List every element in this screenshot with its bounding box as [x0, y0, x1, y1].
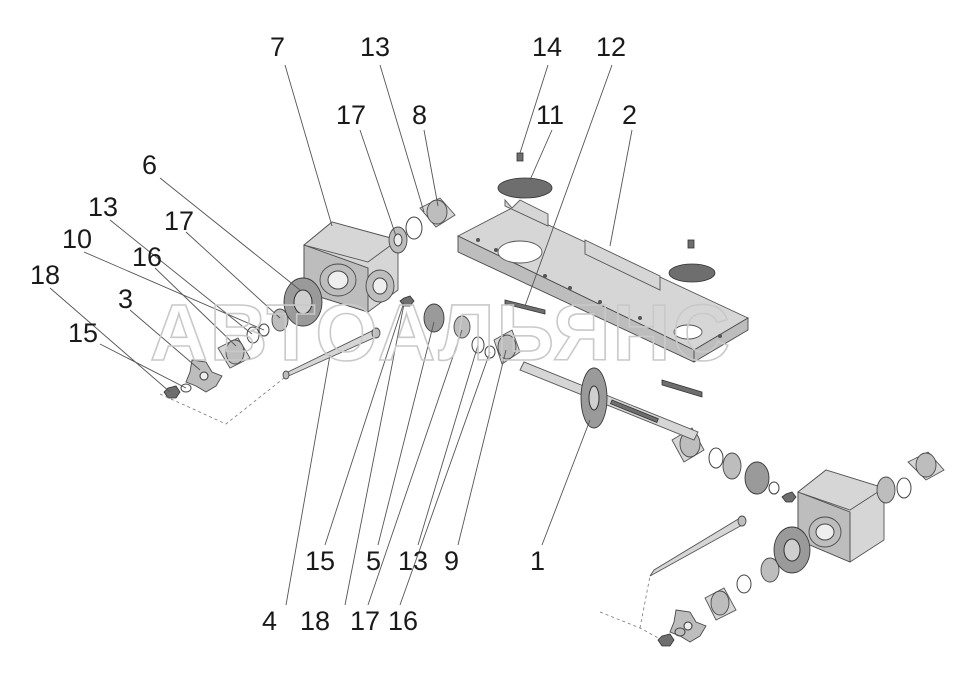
callout-16: 16: [388, 606, 418, 636]
callout-15: 15: [305, 546, 335, 576]
callout-13: 13: [360, 32, 390, 62]
callout-10: 10: [62, 224, 92, 254]
assembly-axis: [159, 377, 663, 641]
callout-11: 11: [536, 100, 564, 130]
bevel-gear: [283, 277, 811, 574]
cover-plate: [497, 177, 716, 283]
callout-17: 17: [350, 606, 380, 636]
key-strip: [504, 299, 703, 398]
callout-13: 13: [398, 546, 428, 576]
callout-16: 16: [132, 242, 162, 272]
callout-18: 18: [300, 606, 330, 636]
callout-4: 4: [262, 606, 277, 636]
callout-3: 3: [118, 284, 133, 314]
star-hub: [185, 359, 707, 643]
callout-18: 18: [30, 260, 60, 290]
mounting-plate: [456, 198, 749, 363]
leader-lines: [49, 64, 633, 606]
callout-1: 1: [530, 546, 545, 576]
flange-cover: [419, 197, 945, 481]
callout-15: 15: [68, 318, 98, 348]
callout-6: 6: [142, 150, 157, 180]
callout-17: 17: [336, 100, 366, 130]
bearing: [271, 226, 896, 583]
callout-17: 17: [164, 206, 194, 236]
snap-ring: [246, 216, 912, 594]
callout-13: 13: [88, 192, 118, 222]
gearbox-housing-right: [797, 469, 886, 563]
callout-5: 5: [366, 546, 381, 576]
washer: [180, 323, 780, 637]
callout-2: 2: [622, 100, 637, 130]
drive-shaft-right: [649, 515, 747, 577]
callout-labels: 7 13 14 12 17 8 11 2 6 13 17 10 16 18 3 …: [30, 32, 637, 636]
watermark: АВТОАЛЬЯНС: [150, 288, 732, 377]
callout-8: 8: [412, 100, 427, 130]
drive-shaft-left: [282, 327, 381, 380]
callout-9: 9: [444, 546, 459, 576]
main-shaft: [519, 361, 699, 441]
callout-7: 7: [270, 32, 285, 62]
callout-14: 14: [532, 32, 562, 62]
callout-12: 12: [596, 32, 626, 62]
